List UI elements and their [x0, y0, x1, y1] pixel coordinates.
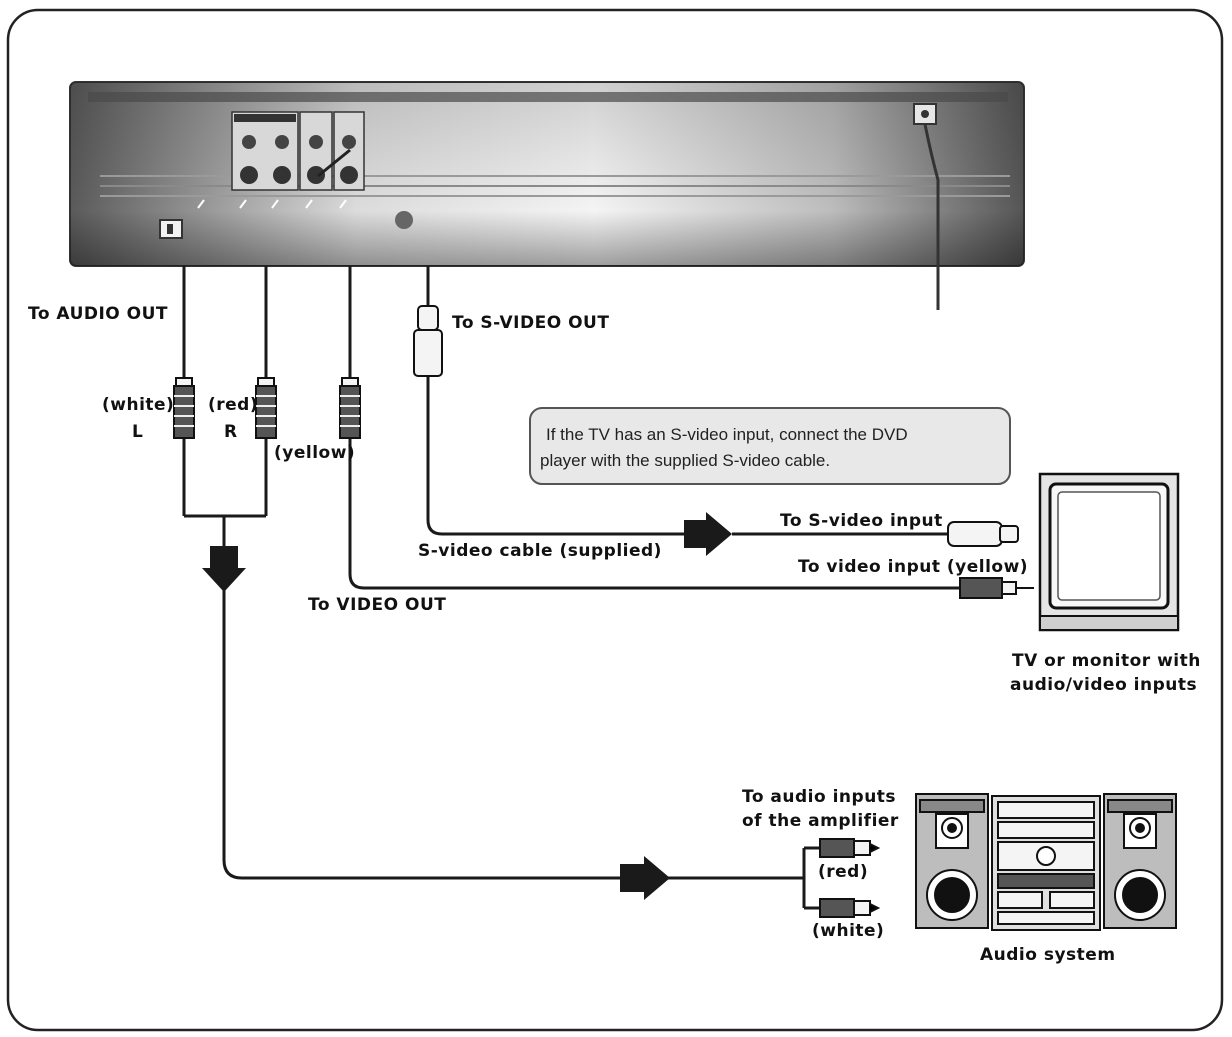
label-audio-out: To AUDIO OUT [28, 304, 168, 324]
dvd-player-rear-panel [69, 81, 1025, 267]
label-tv-line-1: TV or monitor with [1012, 651, 1201, 671]
white-rca-plug [173, 377, 195, 439]
red-rca-plug [255, 377, 277, 439]
arrow-right-icon-audio [620, 856, 670, 900]
cables [182, 266, 960, 910]
yellow-rca-plug [339, 377, 361, 439]
label-svideo-input: To S-video input [780, 511, 943, 531]
label-left: L [132, 422, 143, 442]
label-amp-line-1: To audio inputs [742, 787, 896, 807]
rca-plugs-dvd-side [173, 305, 443, 439]
note-line-1: If the TV has an S-video input, connect … [546, 425, 908, 444]
label-white: (white) [102, 395, 174, 415]
label-audio-system: Audio system [980, 945, 1116, 965]
audio-system [915, 793, 1177, 931]
label-svideo-out: To S-VIDEO OUT [452, 313, 609, 333]
label-red: (red) [208, 395, 258, 415]
label-amp-line-2: of the amplifier [742, 811, 899, 831]
amp-red-plug [819, 838, 881, 858]
label-yellow: (yellow) [274, 443, 355, 463]
label-amp-white: (white) [812, 921, 884, 941]
panel-screw [395, 211, 413, 229]
arrow-right-icon-svideo [684, 512, 732, 556]
video-jack-block [299, 111, 333, 191]
svideo-plug-tv [947, 521, 1019, 547]
label-video-out: To VIDEO OUT [308, 595, 446, 615]
amp-white-plug [819, 898, 881, 918]
label-tv-line-2: audio/video inputs [1010, 675, 1197, 695]
label-right: R [224, 422, 238, 442]
tv-monitor [1038, 472, 1180, 632]
label-amp-red: (red) [818, 862, 868, 882]
label-svideo-cable: S-video cable (supplied) [418, 541, 662, 561]
note-line-2: player with the supplied S-video cable. [540, 451, 830, 470]
yellow-plug-tv [959, 577, 1034, 599]
svideo-plug-top [413, 305, 443, 377]
note-box [529, 407, 1011, 485]
power-cord [923, 123, 940, 310]
arrow-down-icon [202, 546, 246, 592]
label-video-input: To video input (yellow) [798, 557, 1028, 577]
